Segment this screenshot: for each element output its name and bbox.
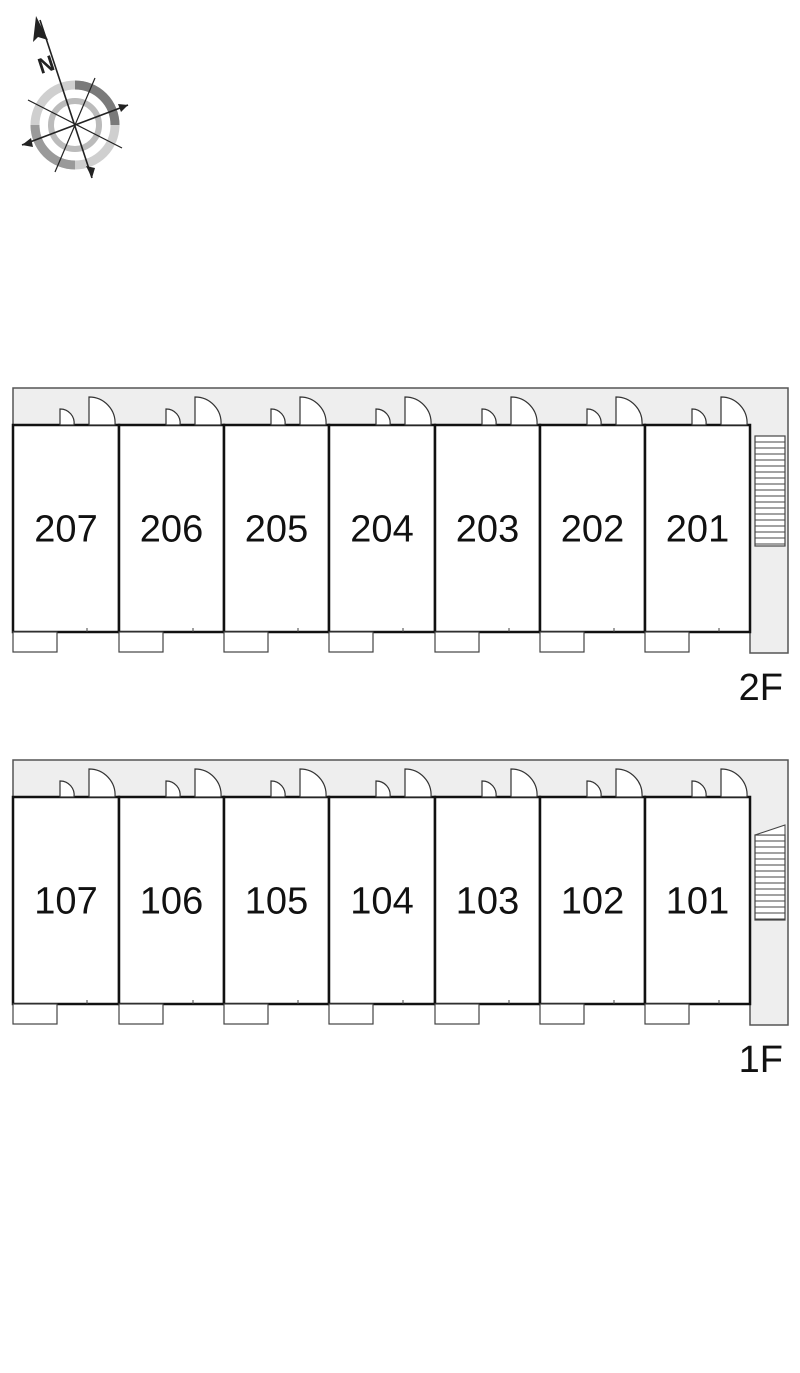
- room-number-label: 201: [666, 509, 729, 551]
- balcony-unit: [328, 1003, 374, 1025]
- door-swing-icon: [165, 780, 181, 798]
- entrance-door-icon: [88, 768, 116, 798]
- balcony-unit: [328, 631, 374, 653]
- balcony-unit: [434, 631, 480, 653]
- room-number-label: 206: [140, 509, 203, 551]
- compass-north-label: N: [35, 50, 58, 79]
- entrance-door-icon: [194, 396, 222, 426]
- balcony-unit: [644, 1003, 690, 1025]
- room-outline: [327, 423, 437, 634]
- room-103: 103: [433, 768, 542, 1025]
- door-swing-icon: [481, 780, 497, 798]
- entrance-door-icon: [615, 768, 643, 798]
- entrance-door-icon: [88, 396, 116, 426]
- room-number-label: 104: [350, 881, 413, 923]
- door-swing-icon: [59, 780, 75, 798]
- door-swing-icon: [691, 780, 707, 798]
- room-number-label: 107: [34, 881, 97, 923]
- balcony-unit: [644, 631, 690, 653]
- entrance-door-icon: [404, 768, 432, 798]
- door-swing-icon: [59, 408, 75, 426]
- room-outline: [327, 795, 437, 1006]
- entrance-door-icon: [404, 396, 432, 426]
- room-outline: [538, 423, 647, 634]
- room-205: 205: [222, 396, 331, 653]
- room-number-label: 103: [456, 881, 519, 923]
- door-swing-icon: [270, 780, 286, 798]
- compass-rose-icon: [21, 16, 129, 179]
- room-outline: [222, 423, 331, 634]
- room-106: 106: [117, 768, 226, 1025]
- door-swing-icon: [691, 408, 707, 426]
- door-swing-icon: [375, 408, 391, 426]
- entrance-door-icon: [615, 396, 643, 426]
- entrance-door-icon: [510, 396, 538, 426]
- door-swing-icon: [165, 408, 181, 426]
- room-203: 203: [433, 396, 542, 653]
- staircase-icon: [754, 435, 786, 547]
- room-outline: [433, 423, 542, 634]
- entrance-door-icon: [720, 768, 748, 798]
- room-201: 201: [643, 396, 752, 653]
- entrance-door-icon: [720, 396, 748, 426]
- floor-2f: 207 206 205 204 203 202 201 2F: [11, 387, 789, 709]
- balcony-unit: [223, 631, 269, 653]
- balcony-unit: [223, 1003, 269, 1025]
- room-206: 206: [117, 396, 226, 653]
- room-102: 102: [538, 768, 647, 1025]
- room-number-label: 102: [561, 881, 624, 923]
- door-swing-icon: [481, 408, 497, 426]
- entrance-door-icon: [194, 768, 222, 798]
- room-number-label: 101: [666, 881, 729, 923]
- entrance-door-icon: [299, 768, 327, 798]
- door-swing-icon: [586, 408, 602, 426]
- room-number-label: 105: [245, 881, 308, 923]
- balcony-unit: [12, 631, 58, 653]
- room-number-label: 205: [245, 509, 308, 551]
- room-outline: [117, 423, 226, 634]
- room-number-label: 204: [350, 509, 413, 551]
- room-outline: [433, 795, 542, 1006]
- room-101: 101: [643, 768, 752, 1025]
- room-204: 204: [327, 396, 437, 653]
- balcony-unit: [539, 1003, 585, 1025]
- door-swing-icon: [270, 408, 286, 426]
- balcony-unit: [539, 631, 585, 653]
- room-outline: [11, 423, 121, 634]
- balcony-unit: [118, 631, 164, 653]
- room-outline: [538, 795, 647, 1006]
- room-104: 104: [327, 768, 437, 1025]
- room-number-label: 203: [456, 509, 519, 551]
- balcony-unit: [118, 1003, 164, 1025]
- room-207: 207: [11, 396, 121, 653]
- room-202: 202: [538, 396, 647, 653]
- room-number-label: 106: [140, 881, 203, 923]
- floor-1f: 107 106 105 104 103 102 101 1F: [11, 759, 789, 1081]
- balcony-unit: [434, 1003, 480, 1025]
- entrance-door-icon: [299, 396, 327, 426]
- entrance-door-icon: [510, 768, 538, 798]
- balcony-unit: [12, 1003, 58, 1025]
- floor-label: 1F: [739, 1039, 783, 1081]
- room-105: 105: [222, 768, 331, 1025]
- room-number-label: 202: [561, 509, 624, 551]
- floor-label: 2F: [739, 667, 783, 709]
- staircase-icon: [754, 824, 786, 921]
- room-107: 107: [11, 768, 121, 1025]
- door-swing-icon: [586, 780, 602, 798]
- door-swing-icon: [375, 780, 391, 798]
- room-outline: [643, 795, 752, 1006]
- room-outline: [643, 423, 752, 634]
- room-number-label: 207: [34, 509, 97, 551]
